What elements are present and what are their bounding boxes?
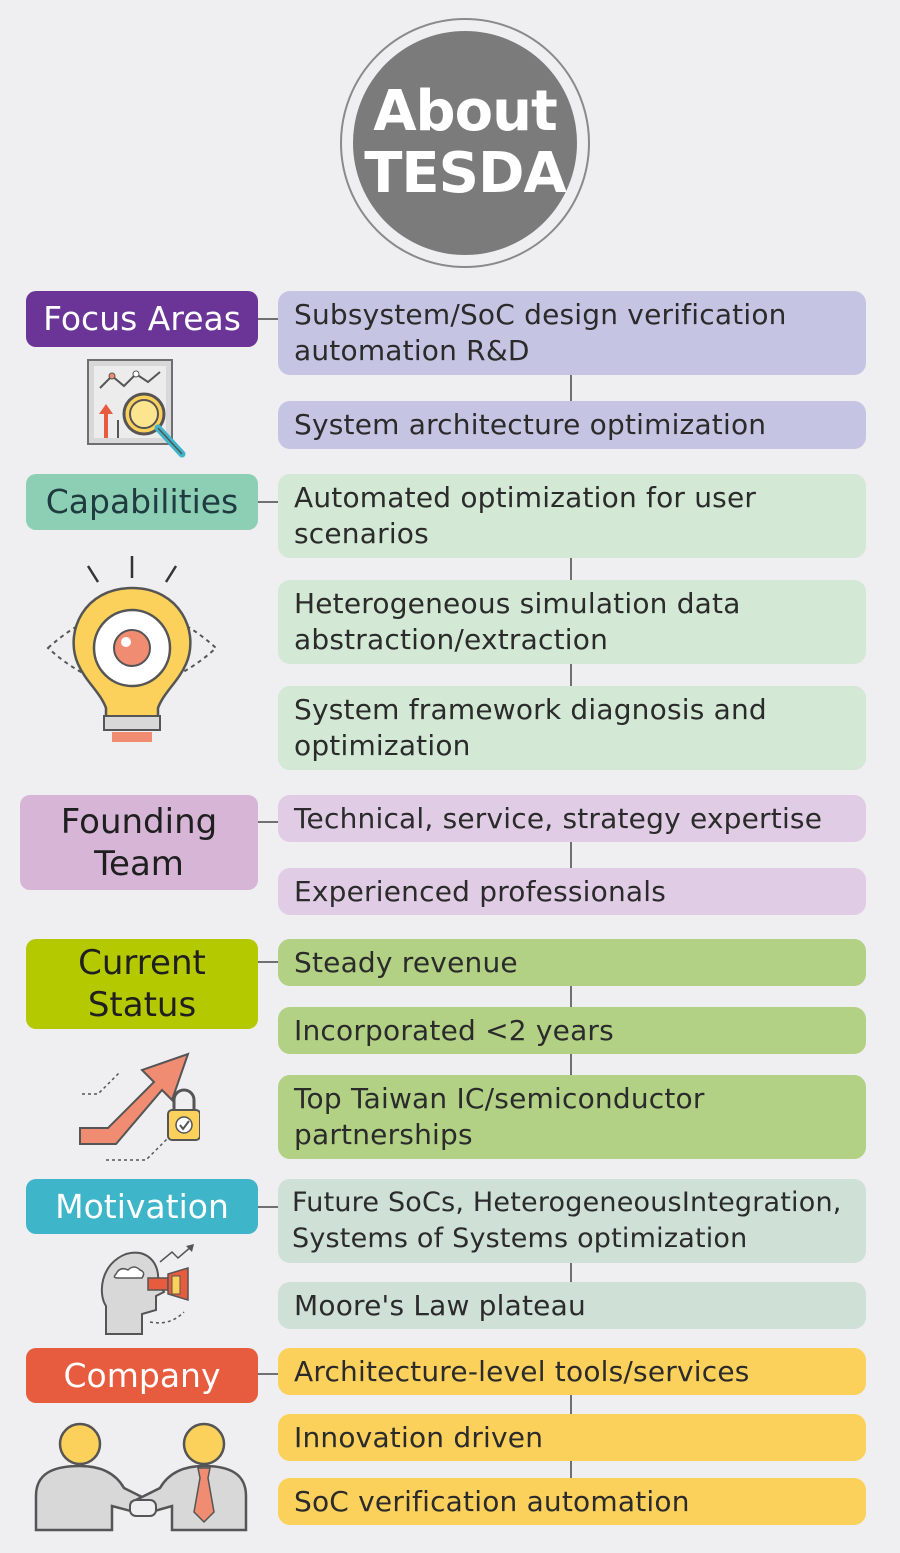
founding-item: Technical, service, strategy expertise (278, 795, 866, 842)
connector (570, 664, 572, 687)
company-item: Innovation driven (278, 1414, 866, 1461)
lightbulb-eye-icon (46, 556, 218, 742)
header-title-line2: TESDA (364, 141, 567, 206)
growth-arrow-lock-icon (79, 1052, 200, 1161)
section-label-motivation: Motivation (26, 1179, 258, 1234)
connector (258, 1373, 278, 1375)
connector (570, 1395, 572, 1414)
connector (570, 375, 572, 401)
section-label-founding-team: Founding Team (20, 795, 258, 890)
motivation-item: Moore's Law plateau (278, 1282, 866, 1329)
handshake-icon (34, 1422, 248, 1532)
connector (570, 558, 572, 581)
company-item: SoC verification automation (278, 1478, 866, 1525)
head-telescope-icon (100, 1244, 194, 1335)
motivation-item: Future SoCs, HeterogeneousIntegration, S… (278, 1179, 866, 1263)
connector (258, 318, 278, 320)
connector (570, 1054, 572, 1075)
focus-item: System architecture optimization (278, 401, 866, 449)
header-circle: About TESDA (353, 31, 577, 255)
section-label-capabilities: Capabilities (26, 474, 258, 530)
connector (570, 1461, 572, 1478)
founding-item: Experienced professionals (278, 868, 866, 915)
section-label-company: Company (26, 1348, 258, 1403)
connector (258, 1206, 278, 1208)
capability-item: Heterogeneous simulation data abstractio… (278, 580, 866, 664)
status-item: Top Taiwan IC/semiconductor partnerships (278, 1075, 866, 1159)
capability-item: System framework diagnosis and optimizat… (278, 686, 866, 770)
header-ring (340, 18, 590, 268)
connector (258, 961, 278, 963)
focus-item: Subsystem/SoC design verification automa… (278, 291, 866, 375)
section-label-focus-areas: Focus Areas (26, 291, 258, 347)
status-item: Steady revenue (278, 939, 866, 986)
connector (258, 821, 278, 823)
chart-magnifier-icon (87, 359, 186, 458)
company-item: Architecture-level tools/services (278, 1348, 866, 1395)
connector (570, 986, 572, 1007)
connector (570, 842, 572, 868)
capability-item: Automated optimization for user scenario… (278, 474, 866, 558)
connector (570, 1263, 572, 1282)
status-item: Incorporated <2 years (278, 1007, 866, 1054)
header-title-line1: About (373, 79, 558, 144)
connector (258, 501, 278, 503)
section-label-current-status: Current Status (26, 939, 258, 1029)
